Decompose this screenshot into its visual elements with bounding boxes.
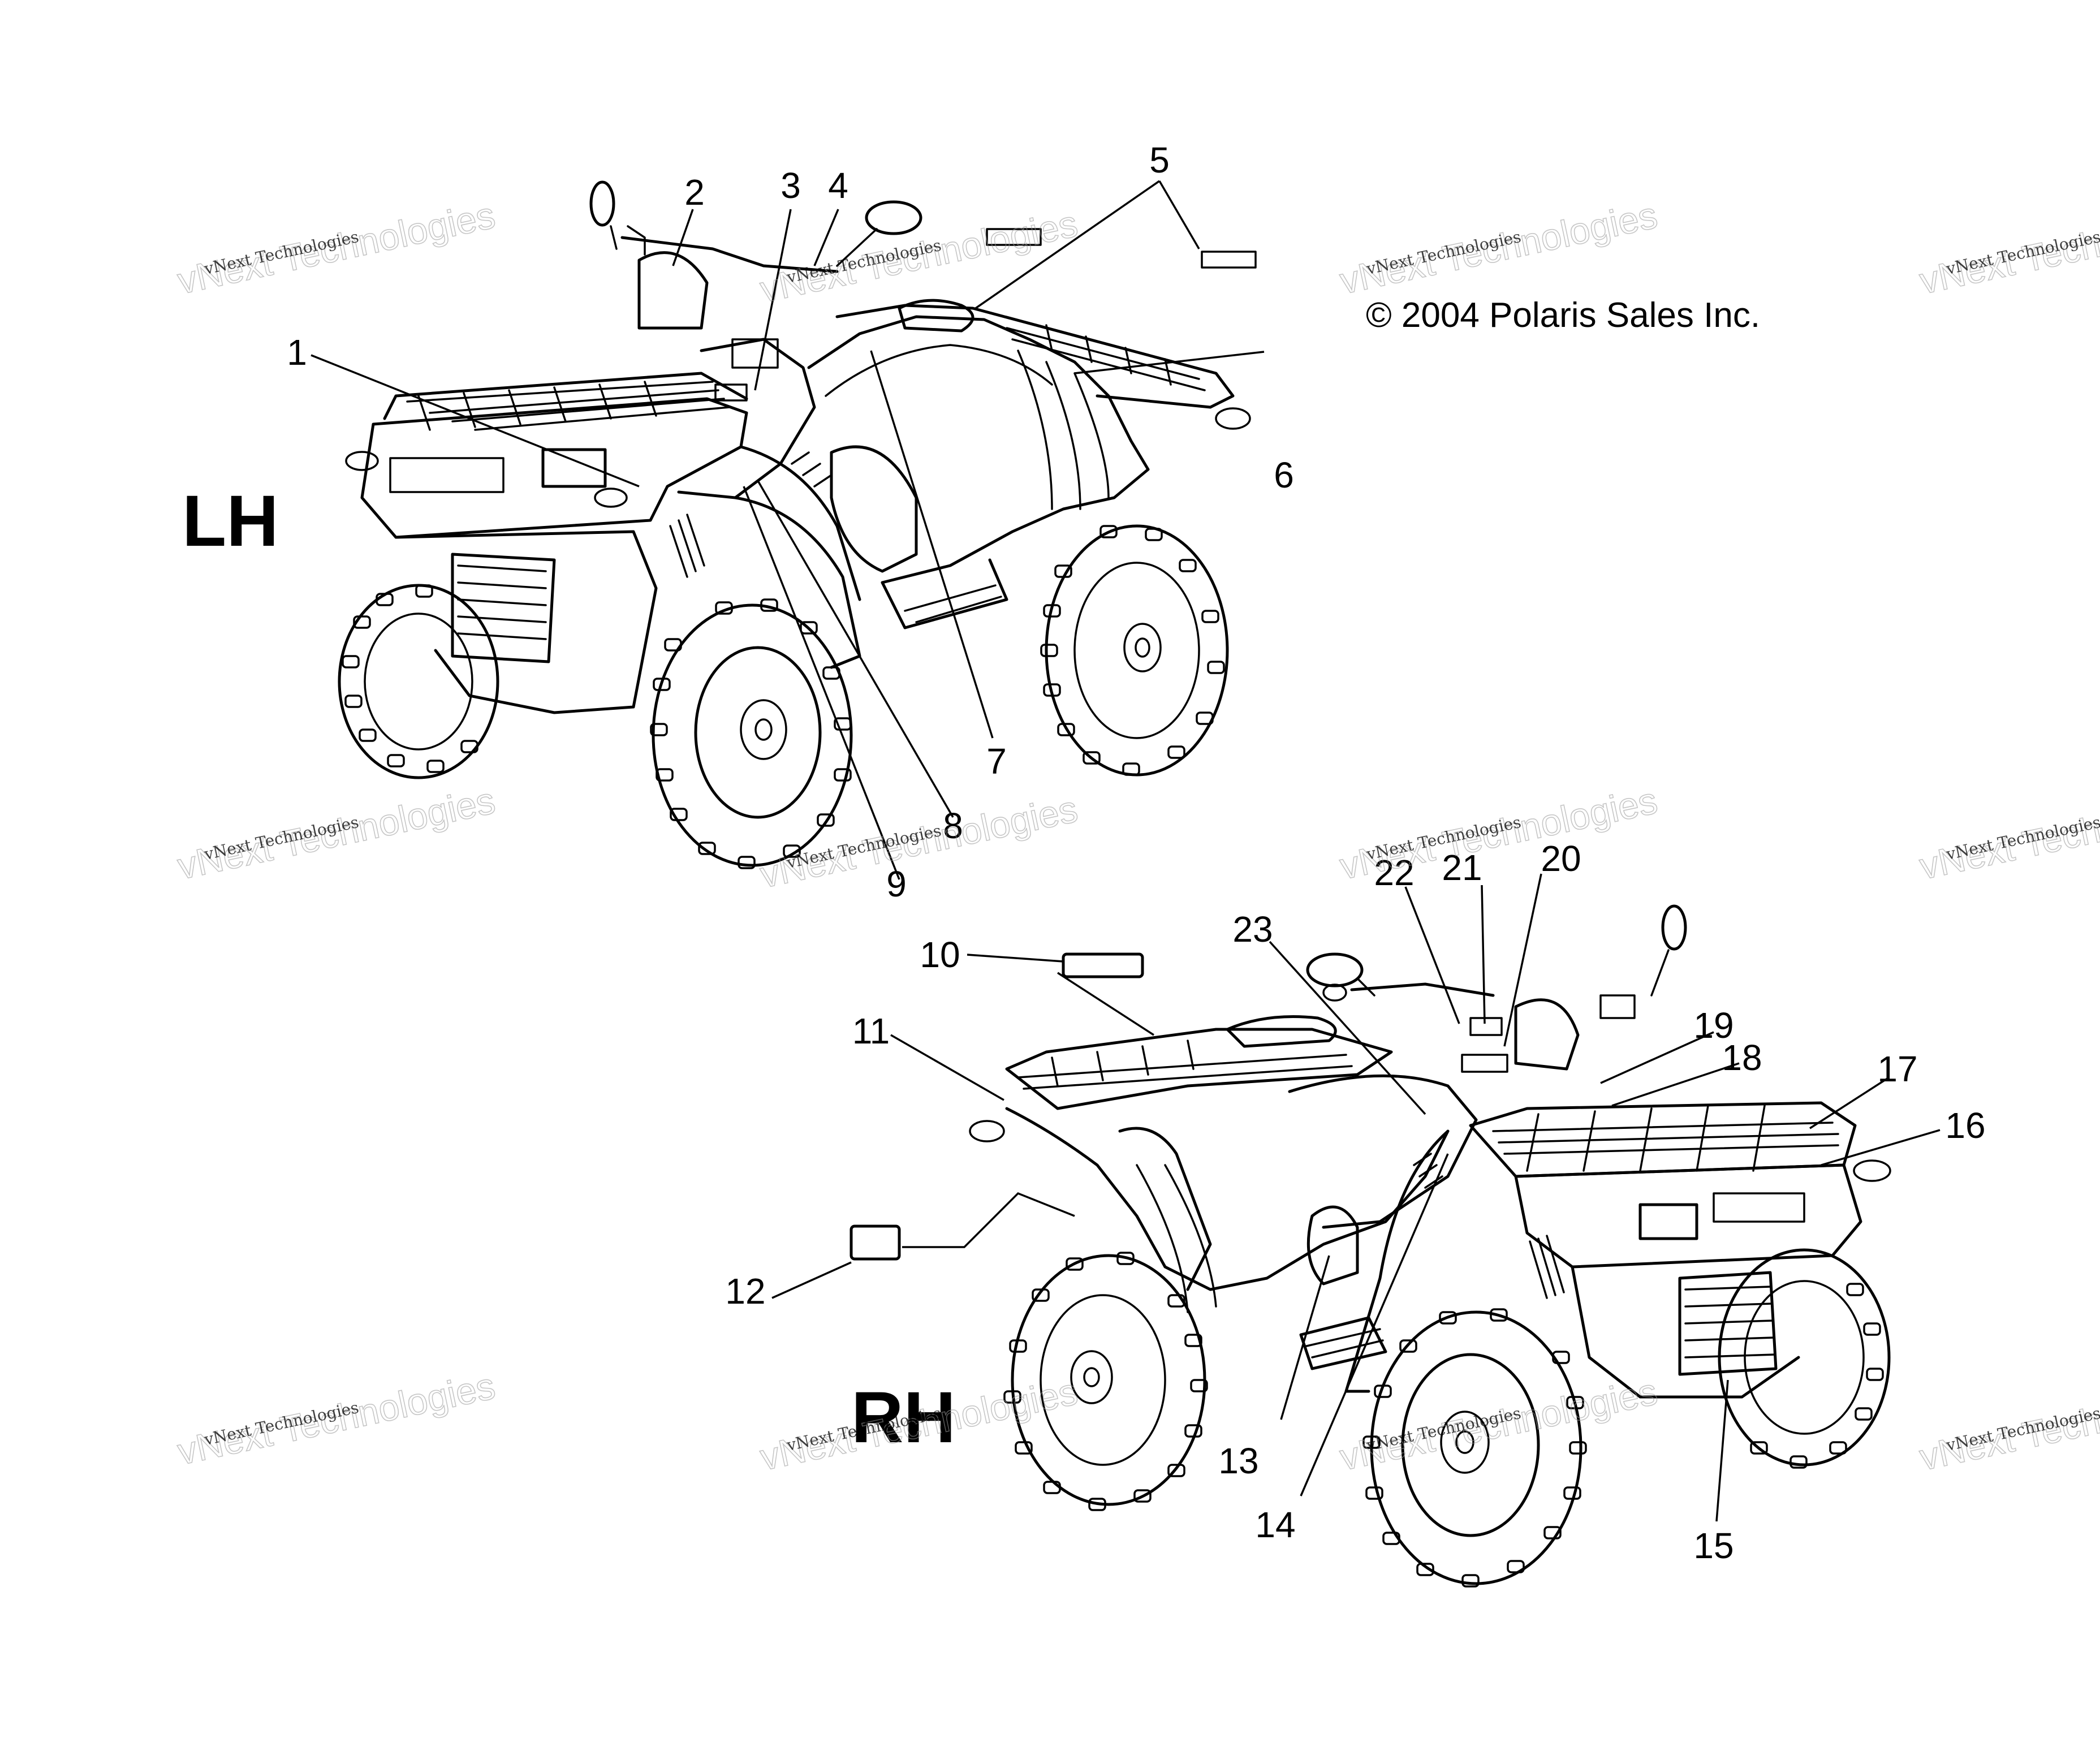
rh-rear-wheel bbox=[1003, 1252, 1208, 1511]
callout-22: 22 bbox=[1374, 852, 1414, 893]
watermark-5: vNext Technologies vNext Technologies bbox=[174, 779, 499, 888]
callout-8: 8 bbox=[943, 805, 963, 846]
rh-front-near-wheel bbox=[1362, 1308, 1587, 1588]
decal-12 bbox=[850, 1224, 901, 1261]
callout-1: 1 bbox=[287, 332, 307, 373]
lh-front-far-wheel bbox=[338, 584, 499, 779]
callout-9: 9 bbox=[886, 864, 907, 904]
decal-5a bbox=[986, 228, 1042, 246]
callout-3: 3 bbox=[781, 165, 801, 206]
watermark-12: vNext Technologies vNext Technologies bbox=[1916, 1370, 2100, 1479]
rh-front-far-wheel bbox=[1718, 1248, 1891, 1469]
rh-side-label: RH bbox=[851, 1377, 956, 1458]
decal-shapes bbox=[850, 228, 1257, 1261]
callout-20: 20 bbox=[1541, 838, 1581, 879]
lh-front-near-wheel bbox=[650, 598, 853, 869]
rh-atv-drawing bbox=[969, 904, 1891, 1588]
callout-21: 21 bbox=[1442, 847, 1482, 888]
callout-5: 5 bbox=[1149, 140, 1170, 180]
callout-19: 19 bbox=[1693, 1005, 1734, 1046]
watermarks: vNext Technologies vNext Technologies vN… bbox=[174, 193, 2100, 1479]
callout-17: 17 bbox=[1877, 1049, 1917, 1089]
watermark-9: vNext Technologies vNext Technologies bbox=[174, 1364, 499, 1473]
callout-6: 6 bbox=[1274, 455, 1294, 495]
callout-15: 15 bbox=[1693, 1525, 1734, 1566]
copyright-notice: © 2004 Polaris Sales Inc. bbox=[1366, 296, 1760, 335]
watermark-3: vNext Technologies vNext Technologies bbox=[1336, 193, 1662, 303]
callout-18: 18 bbox=[1722, 1037, 1762, 1078]
decal-10 bbox=[1062, 952, 1144, 978]
callout-10: 10 bbox=[920, 934, 960, 975]
watermark-1: vNext Technologies vNext Technologies bbox=[174, 193, 499, 303]
callout-2: 2 bbox=[684, 172, 705, 213]
callout-13: 13 bbox=[1218, 1441, 1258, 1481]
decal-5b bbox=[1201, 251, 1257, 269]
callout-11: 11 bbox=[852, 1011, 890, 1051]
callout-23: 23 bbox=[1232, 909, 1273, 950]
callout-7: 7 bbox=[986, 741, 1007, 782]
watermark-7: vNext Technologies vNext Technologies bbox=[1336, 779, 1662, 888]
callout-14: 14 bbox=[1255, 1504, 1295, 1545]
callout-4: 4 bbox=[828, 165, 848, 206]
lh-atv-drawing bbox=[338, 180, 1251, 869]
lh-side-label: LH bbox=[182, 481, 279, 562]
watermark-2: vNext Technologies vNext Technologies bbox=[756, 202, 1082, 311]
lh-leader-lines bbox=[311, 180, 1265, 880]
rh-leader-lines bbox=[771, 873, 1941, 1522]
watermark-4: vNext Technologies vNext Technologies bbox=[1916, 193, 2100, 303]
watermark-6: vNext Technologies vNext Technologies bbox=[756, 787, 1082, 896]
lh-rear-wheel bbox=[1040, 524, 1229, 777]
callout-numbers: 1 2 3 4 5 6 7 8 9 10 11 12 13 14 15 16 1… bbox=[287, 140, 1985, 1566]
callout-12: 12 bbox=[725, 1271, 765, 1312]
watermark-8: vNext Technologies vNext Technologies bbox=[1916, 779, 2100, 888]
callout-16: 16 bbox=[1945, 1105, 1985, 1146]
